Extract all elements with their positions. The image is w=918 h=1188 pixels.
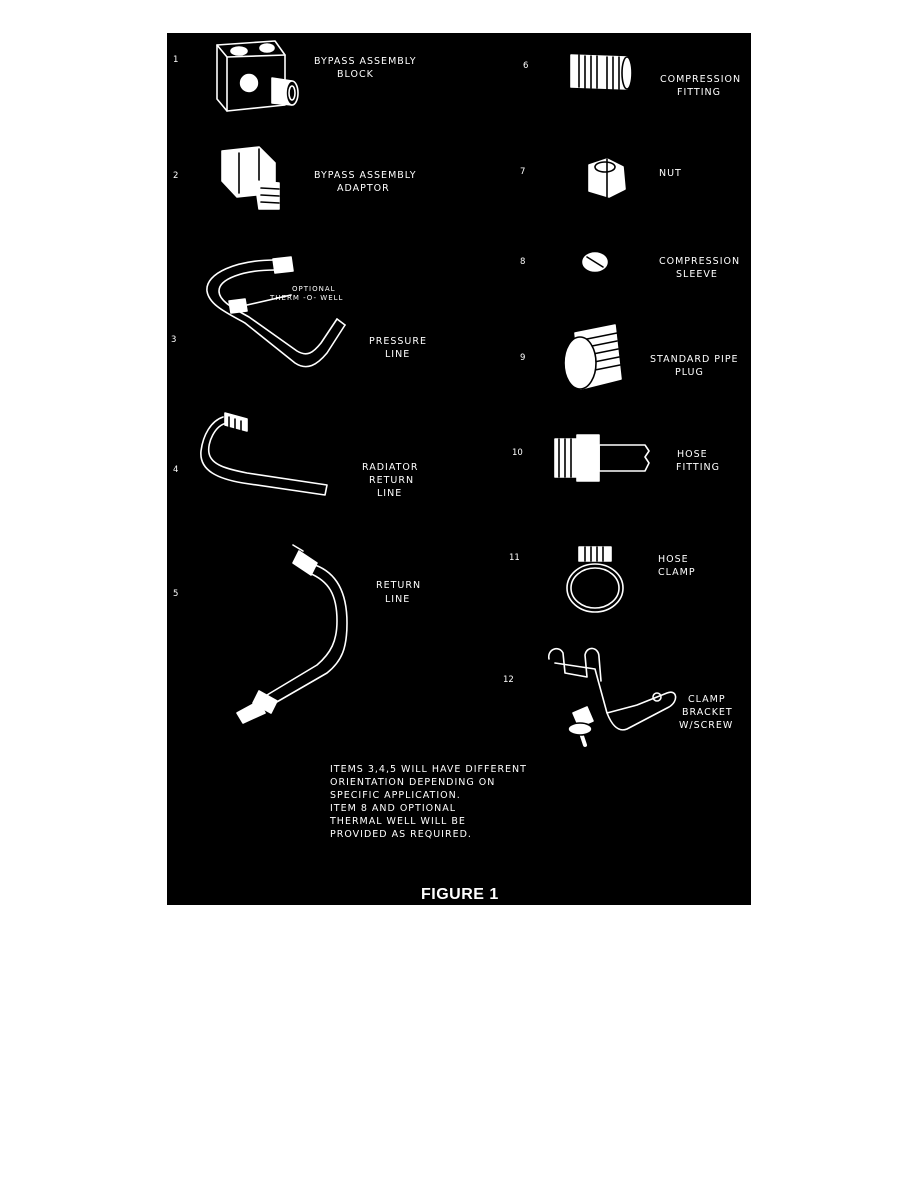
item-label: BRACKET: [682, 707, 733, 718]
hose-fitting-icon: [554, 434, 650, 482]
pressure-line-icon: [206, 256, 346, 368]
compression-fitting-icon: [570, 54, 633, 90]
note-line: PROVIDED AS REQUIRED.: [330, 829, 472, 840]
item-label: W/SCREW: [679, 720, 734, 731]
figure-panel: 1 2 3 4 5 6 7 8 9 10 11 12 BYPASS ASSEMB…: [167, 33, 751, 905]
item-label: COMPRESSION: [660, 74, 742, 85]
parts-illustration: [200, 40, 677, 747]
item-label: HOSE: [658, 554, 689, 565]
note-line: ITEMS 3,4,5 WILL HAVE DIFFERENT: [330, 764, 527, 775]
item-number: 9: [520, 353, 526, 363]
callout-label: OPTIONAL: [292, 285, 336, 293]
pipe-plug-icon: [563, 324, 622, 390]
item-number: 1: [173, 55, 179, 65]
item-label: CLAMP: [688, 694, 726, 705]
note-line: THERMAL WELL WILL BE: [330, 816, 466, 827]
bypass-adaptor-icon: [221, 146, 280, 210]
item-number: 10: [512, 448, 523, 458]
item-label: LINE: [377, 488, 403, 499]
item-number: 8: [520, 257, 526, 267]
figure-caption: FIGURE 1: [421, 886, 499, 903]
item-label: RETURN: [376, 580, 422, 591]
item-label: COMPRESSION: [659, 256, 741, 267]
item-number: 7: [520, 167, 526, 177]
item-label: RADIATOR: [362, 462, 419, 473]
hose-clamp-icon: [566, 546, 624, 613]
item-number: 12: [503, 675, 514, 685]
item-label: LINE: [385, 349, 411, 360]
item-label: PRESSURE: [369, 336, 427, 347]
item-label: FITTING: [677, 87, 721, 98]
item-number: 11: [509, 553, 520, 563]
item-label: NUT: [659, 168, 682, 179]
item-label: FITTING: [676, 462, 720, 473]
nut-icon: [588, 158, 626, 198]
item-number: 5: [173, 589, 179, 599]
item-number: 3: [171, 335, 177, 345]
compression-sleeve-icon: [582, 252, 608, 272]
item-number: 4: [173, 465, 179, 475]
note-line: ORIENTATION DEPENDING ON: [330, 777, 496, 788]
item-label: ADAPTOR: [337, 183, 390, 194]
bypass-block-icon: [216, 40, 299, 112]
item-label: CLAMP: [658, 567, 696, 578]
item-label: LINE: [385, 594, 411, 605]
note-line: SPECIFIC APPLICATION.: [330, 790, 461, 801]
item-label: SLEEVE: [676, 269, 718, 280]
item-number: 6: [523, 61, 529, 71]
item-label: RETURN: [369, 475, 415, 486]
callout-label: THERM -O- WELL: [270, 294, 344, 302]
item-label: HOSE: [677, 449, 708, 460]
note-line: ITEM 8 AND OPTIONAL: [330, 803, 457, 814]
item-label: BYPASS ASSEMBLY: [314, 56, 417, 67]
item-label: BYPASS ASSEMBLY: [314, 170, 417, 181]
item-label: PLUG: [675, 367, 704, 378]
item-number: 2: [173, 171, 179, 181]
clamp-bracket-icon: [548, 647, 677, 747]
radiator-return-line-icon: [200, 412, 328, 496]
item-label: BLOCK: [337, 69, 374, 80]
item-label: STANDARD PIPE: [650, 354, 739, 365]
return-line-icon: [236, 544, 348, 724]
